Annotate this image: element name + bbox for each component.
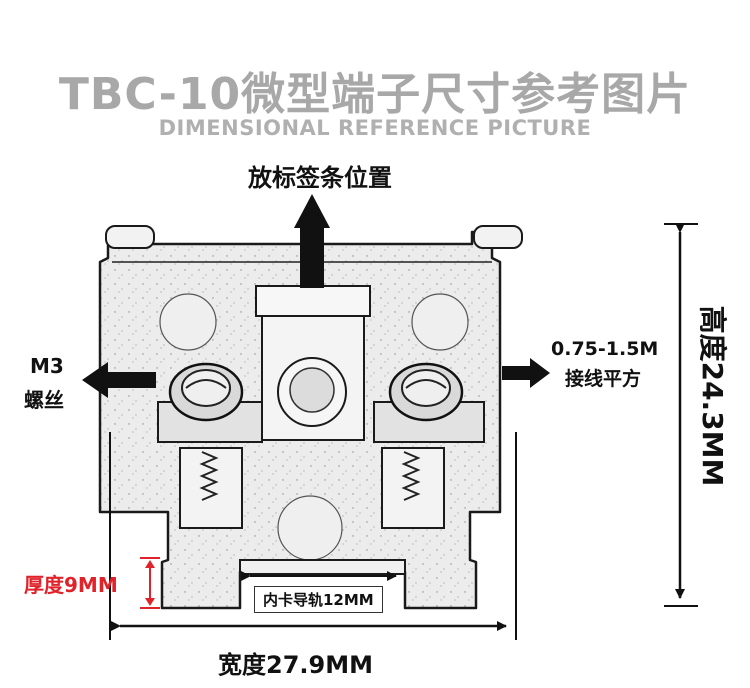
left-screw	[168, 362, 244, 422]
arrow-label-position	[294, 194, 330, 288]
arrow-wire	[502, 358, 550, 388]
rail-label: 内卡导轨12MM	[254, 586, 383, 613]
terminal-body	[98, 225, 523, 610]
width-dimension	[109, 432, 517, 640]
width-label: 宽度27.9MM	[218, 651, 373, 679]
screw-spec-label: M3	[30, 354, 64, 378]
right-screw	[388, 362, 464, 422]
arrow-screw	[82, 362, 156, 398]
page-subtitle: DIMENSIONAL REFERENCE PICTURE	[158, 116, 592, 140]
height-dimension	[664, 223, 698, 607]
screw-word-label: 螺丝	[24, 388, 64, 412]
thickness-label: 厚度9MM	[24, 573, 118, 597]
page-title: TBC-10微型端子尺寸参考图片	[58, 69, 692, 120]
wire-word-label: 接线平方	[565, 368, 642, 390]
label-position-label: 放标签条位置	[248, 164, 392, 192]
thickness-dimension	[140, 557, 160, 609]
height-label: 高度24.3MM	[696, 305, 729, 487]
wire-range-label: 0.75-1.5M	[551, 338, 659, 360]
